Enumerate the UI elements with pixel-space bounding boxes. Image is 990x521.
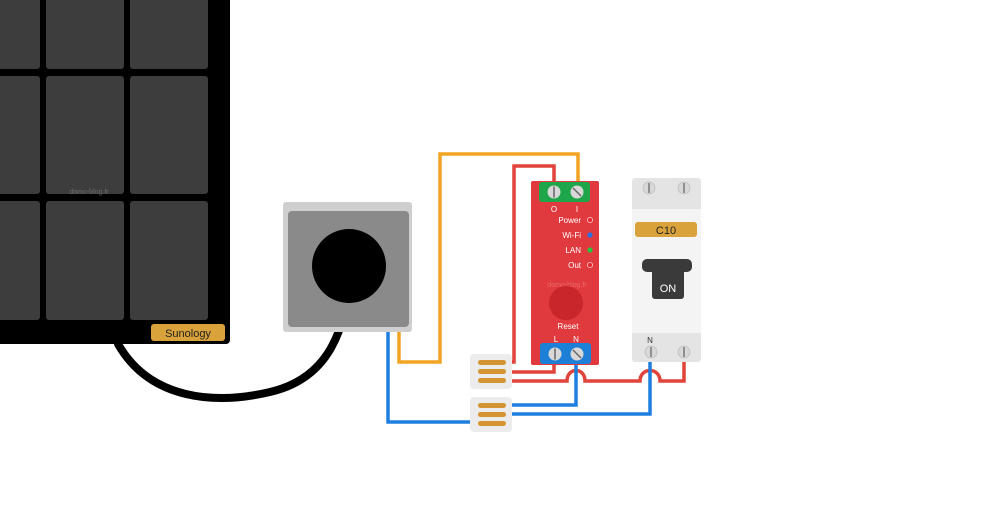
wifi-led-icon [587,232,593,238]
breaker-screw-bottom-left [644,345,658,359]
screw-o [547,185,561,199]
toggle-label: ON [660,283,677,295]
neutral-wire-socket [386,332,476,424]
indicator-wifi-label: Wi-Fi [562,231,581,240]
brand-tag [151,324,225,341]
live-wire-breaker [512,356,686,383]
out-led-icon [587,262,593,268]
power-led-icon [587,217,593,223]
relay-module: O I Power Wi-Fi LAN Out domo-blog.fr Res… [531,181,599,365]
terminal-i-label: I [576,205,578,214]
indicator-out-label: Out [568,261,582,270]
indicator-power-label: Power [558,216,581,225]
brand-label: Sunology [165,328,211,340]
breaker-toggle[interactable]: ON [642,259,692,299]
panel-watermark: domo-blog.fr [69,189,109,196]
wago-connector-live [470,354,512,389]
reset-label: Reset [558,322,580,331]
wago-connector-neutral [470,397,512,432]
breaker-screw-bottom-right [677,345,691,359]
breaker-screw-top-left [642,181,656,195]
indicator-lan-label: LAN [565,246,581,255]
neutral-wire-breaker [512,346,652,416]
terminal-n-label: N [573,335,579,344]
circuit-breaker: C10 ON N [632,178,701,362]
screw-i [570,185,584,199]
neutral-wire-relay [512,356,578,407]
relay-watermark: domo-blog.fr [547,282,587,289]
rating-label: C10 [656,225,676,237]
screw-l [548,347,562,361]
terminal-o-label: O [551,205,557,214]
rating-tag [635,222,697,237]
breaker-screw-top-right [677,181,691,195]
neutral-label: N [647,336,653,345]
terminal-l-label: L [554,335,559,344]
reset-button[interactable] [549,286,583,320]
lan-led-icon [587,247,593,253]
wall-socket [283,202,412,332]
orange-wire [397,152,580,364]
plug [312,229,386,303]
screw-n [570,347,584,361]
solar-panel: domo-blog.fr Sunology [0,0,230,344]
